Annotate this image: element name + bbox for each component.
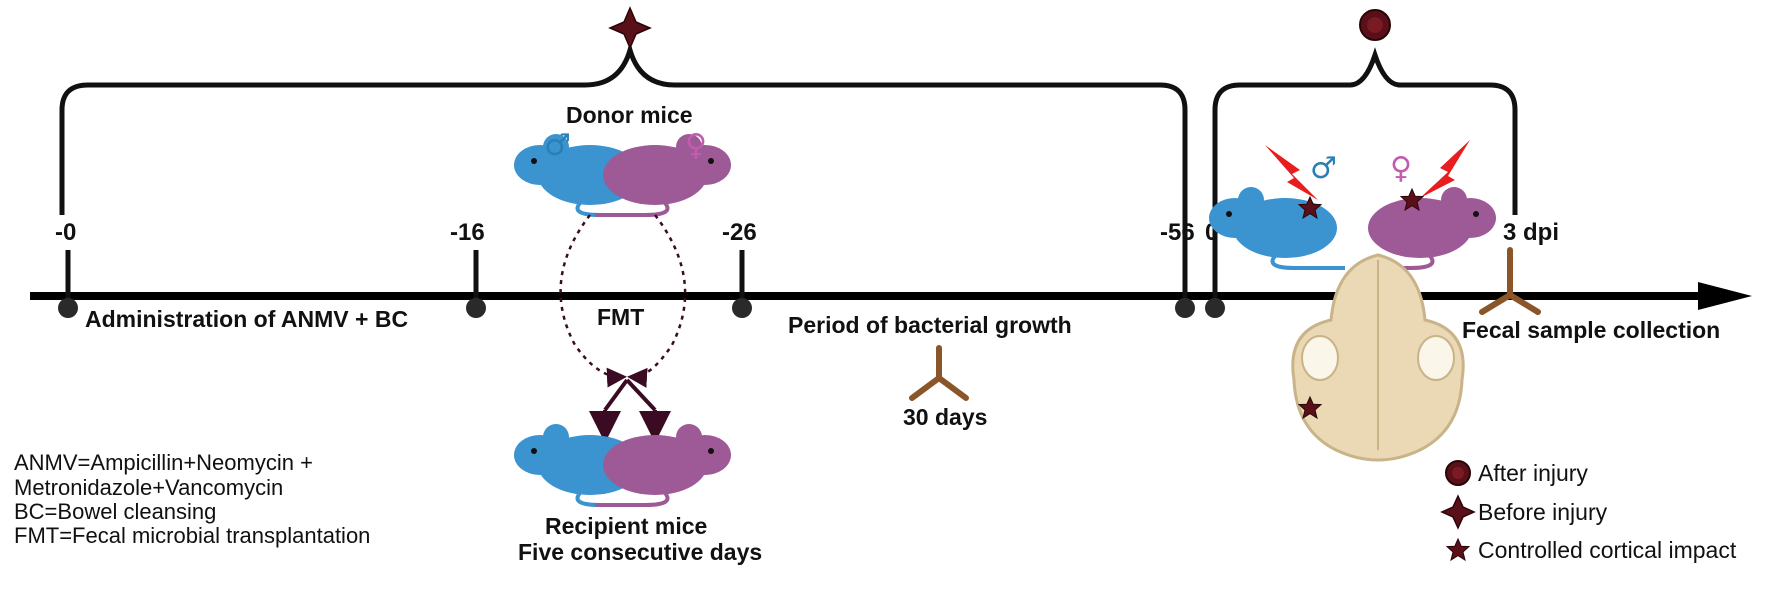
abbreviation-line: Metronidazole+Vancomycin [14, 475, 283, 500]
tick-dot [1205, 298, 1225, 318]
injured-female-symbol: ♀ [1390, 151, 1412, 186]
fmt-dotted-path-right [627, 214, 687, 388]
duration-label: 30 days [903, 404, 987, 430]
recipient-sub-label: Five consecutive days [518, 539, 762, 565]
tick-label: -0 [55, 219, 76, 246]
tick-label: 3 dpi [1503, 219, 1559, 246]
tick-dot [732, 298, 752, 318]
fmt-dotted-path-left [559, 214, 627, 388]
donor-male-symbol: ♂ [544, 128, 571, 163]
tick-dot [466, 298, 486, 318]
administration-label: Administration of ANMV + BC [85, 306, 408, 332]
legend-after-injury-label: After injury [1478, 460, 1588, 486]
injured-male-mouse-icon [1207, 185, 1347, 270]
timeline-arrowhead [1698, 282, 1752, 310]
donor-female-mouse-icon [593, 132, 733, 217]
pre-injury-brace [59, 40, 1188, 260]
abbreviation-line: ANMV=Ampicillin+Neomycin + [14, 450, 313, 475]
fmt-split-arrows [589, 378, 671, 443]
impact-bolt-icon [1420, 140, 1470, 198]
recipient-mice-label: Recipient mice [545, 513, 707, 539]
skull-icon [1291, 253, 1465, 462]
duration-marker-icon [909, 345, 969, 401]
legend-cci-icon [1446, 538, 1470, 561]
tick-label: -16 [450, 219, 485, 246]
legend-after-injury-icon [1445, 460, 1471, 486]
legend-before-injury-icon [1440, 494, 1476, 530]
donor-mice-label: Donor mice [566, 102, 693, 128]
abbreviation-line: BC=Bowel cleansing [14, 499, 216, 524]
injured-male-symbol: ♂ [1310, 151, 1337, 186]
tick-dot [1175, 298, 1195, 318]
recipient-female-mouse-icon [593, 422, 733, 507]
impact-bolt-icon [1265, 145, 1318, 200]
after-injury-marker-icon [1359, 9, 1391, 41]
legend-cci-label: Controlled cortical impact [1478, 537, 1737, 563]
fecal-collection-marker-icon [1479, 247, 1541, 315]
bacterial-growth-label: Period of bacterial growth [788, 312, 1072, 338]
tick-marks [65, 250, 1218, 306]
legend-before-injury-label: Before injury [1478, 499, 1608, 525]
fmt-label: FMT [597, 304, 644, 330]
abbreviation-line: FMT=Fecal microbial transplantation [14, 523, 370, 548]
donor-female-symbol: ♀ [685, 128, 707, 163]
tick-label: -26 [722, 219, 757, 246]
fecal-collection-label: Fecal sample collection [1462, 317, 1720, 343]
tick-label: -56 [1160, 219, 1195, 246]
before-injury-marker-icon [608, 6, 652, 50]
post-injury-brace [1212, 47, 1518, 260]
tick-dot [58, 298, 78, 318]
